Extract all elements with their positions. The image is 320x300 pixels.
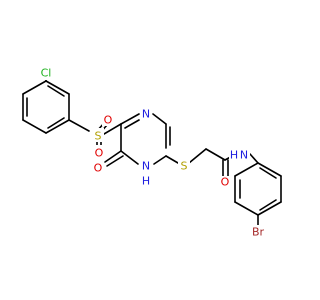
label-bg-br [248,225,268,239]
label-bg-amide-o [219,176,231,190]
atom-oxygen-carbonyl-ring: O [94,162,103,175]
ring-carbonyl [104,150,124,167]
bond-ring-thioether [165,155,179,164]
atom-nitrogen-ring-nh: N [142,160,150,173]
molecule-structure: Cl S O O N N H O S O N H Br [22,66,282,239]
label-bg-thioether-s [178,159,190,173]
chlorophenyl-ring [22,80,70,134]
label-bg-ring-n-top [140,107,152,121]
label-bg-sulfonyl-o2 [93,145,105,159]
molecule-canvas: Cl S O O N N H O S O N H Br [22,66,282,239]
label-bg-sulfonyl-s [92,128,104,142]
amide-carbonyl [222,159,229,177]
atom-hydrogen-amide: H [230,149,238,162]
bond-nh-aryl [249,153,259,164]
label-bg-ring-h [140,174,152,188]
pyrimidinone-ring [120,113,171,165]
atom-sulfur-thioether: S [181,160,188,173]
atom-sulfur-sulfonyl: S [95,130,102,143]
bond-thioether-ch2 [188,148,207,164]
atom-bromine: Br [252,226,265,239]
label-bg-amide-h [229,148,239,162]
label-bg-ring-carbonyl-o [92,162,104,176]
atom-oxygen-sulfonyl-bottom: O [95,147,104,160]
label-bg-sulfonyl-o1 [102,112,114,126]
bromophenyl-ring [234,162,282,216]
atom-oxygen-amide: O [221,176,230,189]
atom-nitrogen-amide: N [240,149,248,162]
atom-chlorine: Cl [41,67,52,80]
atom-nitrogen-ring-top: N [142,108,150,121]
label-bg-ring-nh [140,160,152,174]
atom-oxygen-sulfonyl-left: O [104,114,113,127]
label-bg-cl [36,66,56,80]
bond-aryl-sulfonyl [68,119,90,132]
atom-hydrogen-ring-nh: H [142,175,150,188]
bond-ch2-carbonyl [205,148,226,161]
label-bg-amide-n [238,148,250,162]
